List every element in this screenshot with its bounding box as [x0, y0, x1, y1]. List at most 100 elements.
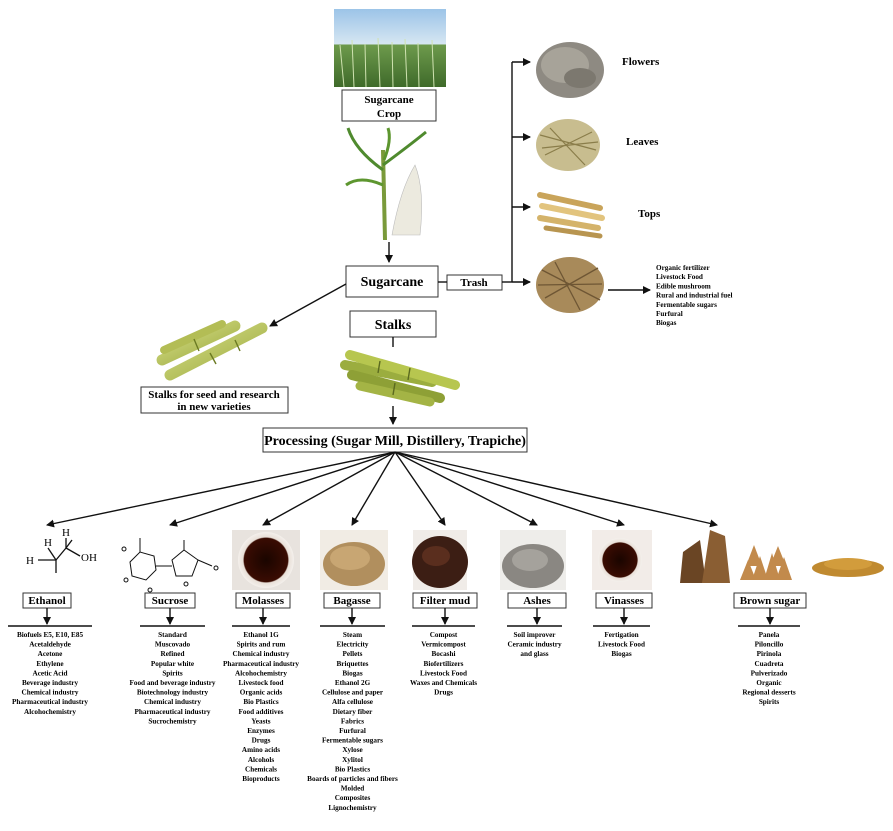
bagasse-photo	[320, 530, 388, 590]
brown-sugar-item: Panela	[759, 631, 780, 639]
brown-sugar-label: Brown sugar	[740, 595, 801, 607]
ethanol-item: Alcohochemistry	[24, 708, 76, 716]
ashes-item: and glass	[520, 650, 548, 658]
product-molasses: MolassesEthanol 1GSpirits and rumChemica…	[223, 593, 299, 783]
crop-photo	[334, 9, 446, 87]
fan-arrow-ashes	[395, 452, 537, 525]
filter-mud-item: Waxes and Chemicals	[410, 679, 477, 687]
ethanol-item: Ethylene	[36, 660, 63, 668]
tops-label: Tops	[638, 208, 661, 220]
filter-mud-item: Bocashi	[432, 650, 456, 658]
fan-arrow-filter-mud	[395, 452, 445, 525]
bagasse-item: Briquettes	[337, 660, 369, 668]
processing-box: Processing (Sugar Mill, Distillery, Trap…	[263, 428, 527, 452]
molasses-item: Ethanol 1G	[243, 631, 279, 639]
brown-sugar-item: Spirits	[759, 698, 780, 706]
vinasses-label: Vinasses	[604, 595, 645, 607]
filter-mud-photo	[412, 530, 468, 590]
sucrose-item: Muscovado	[155, 641, 191, 649]
processing-fan-arrows	[47, 452, 717, 525]
trash-use-fermentable-sugars: Fermentable sugars	[656, 301, 717, 309]
fan-arrow-vinasses	[395, 452, 624, 525]
molasses-item: Alcohols	[248, 756, 275, 764]
tops-photo	[540, 195, 602, 236]
ethanol-label: Ethanol	[28, 595, 65, 607]
svg-text:Processing (Sugar Mill, Distil: Processing (Sugar Mill, Distillery, Trap…	[264, 434, 526, 449]
ethanol-item: Pharmaceutical industry	[12, 698, 88, 706]
vinasses-item: Livestock Food	[598, 641, 645, 649]
product-ethanol: EthanolBiofuels E5, E10, E85Acetaldehyde…	[8, 593, 92, 716]
brown-sugar-photos	[680, 530, 884, 583]
bagasse-item: Steam	[343, 631, 362, 639]
trash-use-organic-fertilizer: Organic fertilizer	[656, 264, 710, 272]
svg-text:H: H	[62, 527, 70, 539]
svg-text:Stalks: Stalks	[375, 318, 412, 333]
bagasse-item: Lignochemistry	[328, 804, 377, 812]
bagasse-item: Fermentable sugars	[322, 737, 383, 745]
trash-box: Trash	[447, 275, 502, 290]
brown-sugar-item: Regional desserts	[742, 689, 796, 697]
brown-sugar-item: Pirinola	[757, 650, 782, 658]
bagasse-item: Electricity	[337, 641, 369, 649]
molasses-item: Organic acids	[240, 689, 283, 697]
sucrose-label: Sucrose	[152, 595, 189, 607]
trash-uses-list: Organic fertilizerLivestock FoodEdible m…	[656, 264, 732, 327]
bagasse-item: Molded	[341, 785, 365, 793]
stalks-photo	[345, 355, 455, 402]
product-sucrose: SucroseStandardMuscovadoRefinedPopular w…	[129, 593, 215, 725]
brown-sugar-item: Pulverizado	[751, 669, 788, 677]
trash-photo	[536, 257, 604, 313]
ashes-photo	[500, 530, 566, 590]
vinasses-item: Fertigation	[604, 631, 638, 639]
ethanol-item: Beverage industry	[22, 679, 79, 687]
filter-mud-item: Livestock Food	[420, 669, 467, 677]
molasses-item: Drugs	[252, 737, 271, 745]
molasses-item: Enzymes	[247, 727, 275, 735]
ashes-item: Soil improver	[514, 631, 557, 639]
molasses-item: Food additives	[239, 708, 284, 716]
bagasse-label: Bagasse	[333, 595, 370, 607]
molasses-item: Pharmaceutical industry	[223, 660, 299, 668]
product-vinasses: VinassesFertigationLivestock FoodBiogas	[593, 593, 652, 658]
molasses-item: Bioproducts	[242, 775, 280, 783]
ethanol-structure: H H H OH	[26, 527, 97, 573]
molasses-item: Alcohochemistry	[235, 669, 287, 677]
ethanol-item: Chemical industry	[22, 689, 79, 697]
svg-text:Sugarcane: Sugarcane	[364, 94, 413, 106]
product-bagasse: BagasseSteamElectricityPelletsBriquettes…	[307, 593, 398, 812]
svg-text:Trash: Trash	[460, 277, 487, 289]
brown-sugar-item: Cuadreta	[754, 660, 783, 668]
vinasses-photo	[592, 530, 652, 590]
fan-arrow-bagasse	[352, 452, 395, 525]
fan-arrow-ethanol	[47, 452, 395, 525]
sucrose-item: Standard	[158, 631, 187, 639]
sucrose-item: Refined	[161, 650, 185, 658]
molasses-item: Chemicals	[245, 765, 277, 773]
svg-text:OH: OH	[81, 552, 97, 564]
molasses-item: Amino acids	[242, 746, 280, 754]
trash-use-edible-mushroom: Edible mushroom	[656, 282, 711, 290]
flowers-label: Flowers	[622, 56, 660, 68]
seed-box: Stalks for seed and research in new vari…	[141, 387, 288, 413]
bagasse-item: Dietary fiber	[333, 708, 374, 716]
product-ashes: AshesSoil improverCeramic industryand gl…	[507, 593, 566, 658]
molasses-item: Chemical industry	[233, 650, 290, 658]
leaves-label: Leaves	[626, 136, 659, 148]
svg-text:Stalks for seed and research: Stalks for seed and research	[148, 389, 279, 401]
svg-text:Sugarcane: Sugarcane	[361, 275, 424, 290]
sugarcane-box: Sugarcane	[346, 266, 438, 297]
trash-use-livestock-food: Livestock Food	[656, 273, 703, 281]
sucrose-structure	[122, 538, 218, 592]
ethanol-item: Acetaldehyde	[29, 641, 71, 649]
sucrose-item: Sucrochemistry	[148, 717, 197, 725]
molasses-item: Yeasts	[251, 717, 270, 725]
filter-mud-item: Compost	[430, 631, 458, 639]
ashes-item: Ceramic industry	[507, 641, 562, 649]
bagasse-item: Xylose	[342, 746, 362, 754]
molasses-item: Livestock food	[239, 679, 284, 687]
bagasse-item: Xylitol	[342, 756, 363, 764]
brown-sugar-item: Organic	[756, 679, 782, 687]
svg-text:Crop: Crop	[377, 108, 401, 120]
leaves-photo	[536, 119, 600, 171]
